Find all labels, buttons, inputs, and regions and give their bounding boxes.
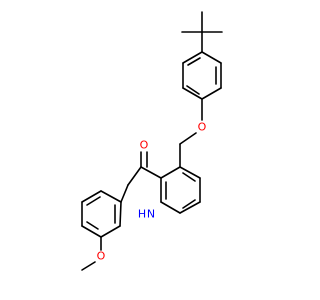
carbonyl-oxygen-label: O: [140, 139, 149, 152]
methoxy-group: [81, 236, 102, 271]
methoxy-oxygen-label: O: [97, 250, 106, 263]
benzamide-ring: [160, 143, 201, 214]
amide-group: [120, 151, 162, 203]
molecule-structure-diagram: O O N H O: [81, 11, 223, 271]
tert-butyl-group: [181, 11, 223, 53]
methoxyphenyl-ring: [81, 190, 122, 238]
amide-nitrogen-label: N: [147, 208, 155, 221]
ether-oxygen-label: O: [198, 121, 207, 134]
tert-butylphenyl-ring: [182, 51, 222, 100]
amide-hydrogen-label: H: [138, 208, 146, 221]
ether-linkage: [179, 98, 203, 145]
